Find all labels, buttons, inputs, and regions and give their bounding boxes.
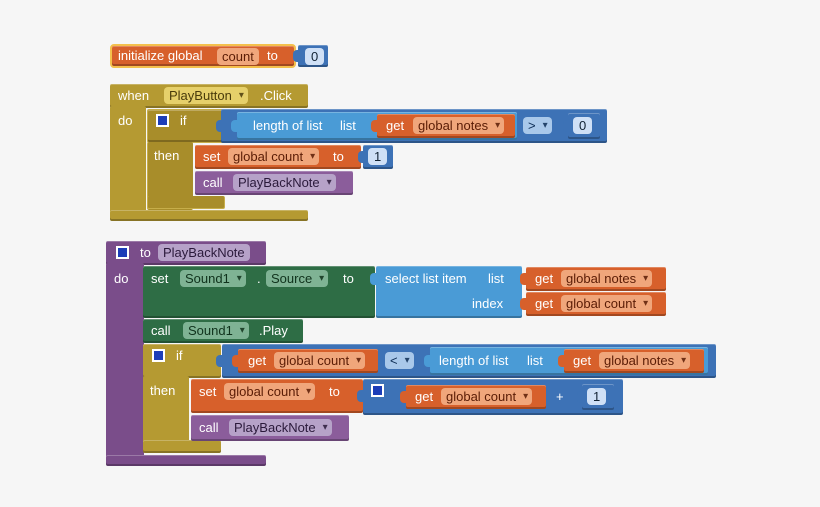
socket-connector-icon bbox=[520, 273, 527, 285]
initialize-global-block[interactable] bbox=[110, 44, 296, 68]
then-label: then bbox=[154, 148, 180, 163]
event-name-label: .Click bbox=[260, 88, 292, 103]
do-label: do bbox=[118, 113, 133, 128]
get-label: get bbox=[535, 271, 554, 286]
if-block-footer bbox=[143, 440, 221, 453]
index-label: index bbox=[472, 296, 504, 311]
length-of-list-label: length of list bbox=[439, 353, 509, 368]
procedure-spine bbox=[106, 263, 144, 463]
socket-connector-icon bbox=[357, 390, 364, 402]
socket-connector-icon bbox=[424, 355, 431, 367]
mutator-gear-icon[interactable] bbox=[371, 384, 384, 397]
if-label: if bbox=[180, 113, 187, 128]
socket-connector-icon bbox=[520, 298, 527, 310]
socket-connector-icon bbox=[370, 273, 377, 285]
init-value-field[interactable]: 0 bbox=[305, 48, 325, 65]
set-var-dropdown[interactable]: global count bbox=[228, 148, 320, 165]
then-label: then bbox=[150, 383, 176, 398]
select-list-item-label: select list item bbox=[385, 271, 467, 286]
call-proc-dropdown[interactable]: PlayBackNote bbox=[229, 419, 332, 436]
list-label: list bbox=[527, 353, 543, 368]
compare-value-field[interactable]: 0 bbox=[573, 117, 593, 134]
set-label: set bbox=[199, 384, 217, 399]
set-to-label: to bbox=[329, 384, 340, 399]
set-value-field[interactable]: 1 bbox=[368, 148, 388, 165]
call-proc-dropdown[interactable]: PlayBackNote bbox=[233, 174, 336, 191]
socket-connector-icon bbox=[400, 391, 407, 403]
when-label: when bbox=[118, 88, 150, 103]
add-value-field[interactable]: 1 bbox=[587, 388, 607, 405]
component-dropdown[interactable]: Sound1 bbox=[180, 270, 246, 287]
set-to-label: to bbox=[343, 271, 354, 286]
get-var-dropdown[interactable]: global count bbox=[561, 295, 653, 312]
event-handler-spine bbox=[110, 106, 146, 214]
socket-connector-icon bbox=[232, 355, 239, 367]
socket-connector-icon bbox=[558, 355, 565, 367]
select-list-item-block[interactable] bbox=[376, 266, 522, 318]
property-dropdown[interactable]: Source bbox=[266, 270, 329, 287]
list-label: list bbox=[488, 271, 504, 286]
add-operator-label: + bbox=[556, 389, 564, 404]
component-dropdown[interactable]: PlayButton bbox=[164, 87, 248, 104]
set-label: set bbox=[203, 149, 221, 164]
get-label: get bbox=[248, 353, 267, 368]
procedure-footer bbox=[106, 455, 266, 466]
proc-to-label: to bbox=[140, 245, 151, 260]
get-label: get bbox=[535, 296, 554, 311]
initialize-label: initialize global bbox=[118, 48, 203, 63]
get-label: get bbox=[415, 389, 434, 404]
length-of-list-label: length of list bbox=[253, 118, 323, 133]
set-var-dropdown[interactable]: global count bbox=[224, 383, 316, 400]
socket-connector-icon bbox=[563, 120, 570, 132]
mutator-gear-icon[interactable] bbox=[156, 114, 169, 127]
socket-connector-icon bbox=[216, 355, 223, 367]
proc-name-field[interactable]: PlayBackNote bbox=[158, 244, 250, 261]
init-to-label: to bbox=[267, 48, 278, 63]
call-label: call bbox=[199, 420, 219, 435]
get-label: get bbox=[573, 353, 592, 368]
mutator-gear-icon[interactable] bbox=[152, 349, 165, 362]
compare-operator-dropdown[interactable]: > bbox=[523, 117, 552, 134]
set-to-label: to bbox=[333, 149, 344, 164]
method-name-label: .Play bbox=[259, 323, 288, 338]
get-var-dropdown[interactable]: global notes bbox=[599, 352, 691, 369]
socket-connector-icon bbox=[216, 120, 223, 132]
list-label: list bbox=[340, 118, 356, 133]
get-var-dropdown[interactable]: global notes bbox=[561, 270, 653, 287]
call-label: call bbox=[203, 175, 223, 190]
proc-do-label: do bbox=[114, 271, 129, 286]
socket-connector-icon bbox=[231, 120, 238, 132]
get-label: get bbox=[386, 118, 405, 133]
get-var-dropdown[interactable]: global notes bbox=[413, 117, 505, 134]
socket-connector-icon bbox=[371, 120, 378, 132]
mutator-gear-icon[interactable] bbox=[116, 246, 129, 259]
if-block-footer bbox=[147, 196, 225, 209]
component-dropdown[interactable]: Sound1 bbox=[183, 322, 249, 339]
if-label: if bbox=[176, 348, 183, 363]
compare-operator-dropdown[interactable]: < bbox=[385, 352, 414, 369]
set-label: set bbox=[151, 271, 169, 286]
socket-connector-icon bbox=[577, 391, 584, 403]
dot-label: . bbox=[257, 271, 261, 286]
get-var-dropdown[interactable]: global count bbox=[441, 388, 533, 405]
event-handler-footer bbox=[110, 210, 308, 221]
socket-connector-icon bbox=[293, 50, 300, 62]
global-var-name-field[interactable]: count bbox=[217, 48, 259, 65]
socket-connector-icon bbox=[358, 151, 365, 163]
get-var-dropdown[interactable]: global count bbox=[274, 352, 366, 369]
call-label: call bbox=[151, 323, 171, 338]
if-block-spine bbox=[143, 376, 189, 446]
